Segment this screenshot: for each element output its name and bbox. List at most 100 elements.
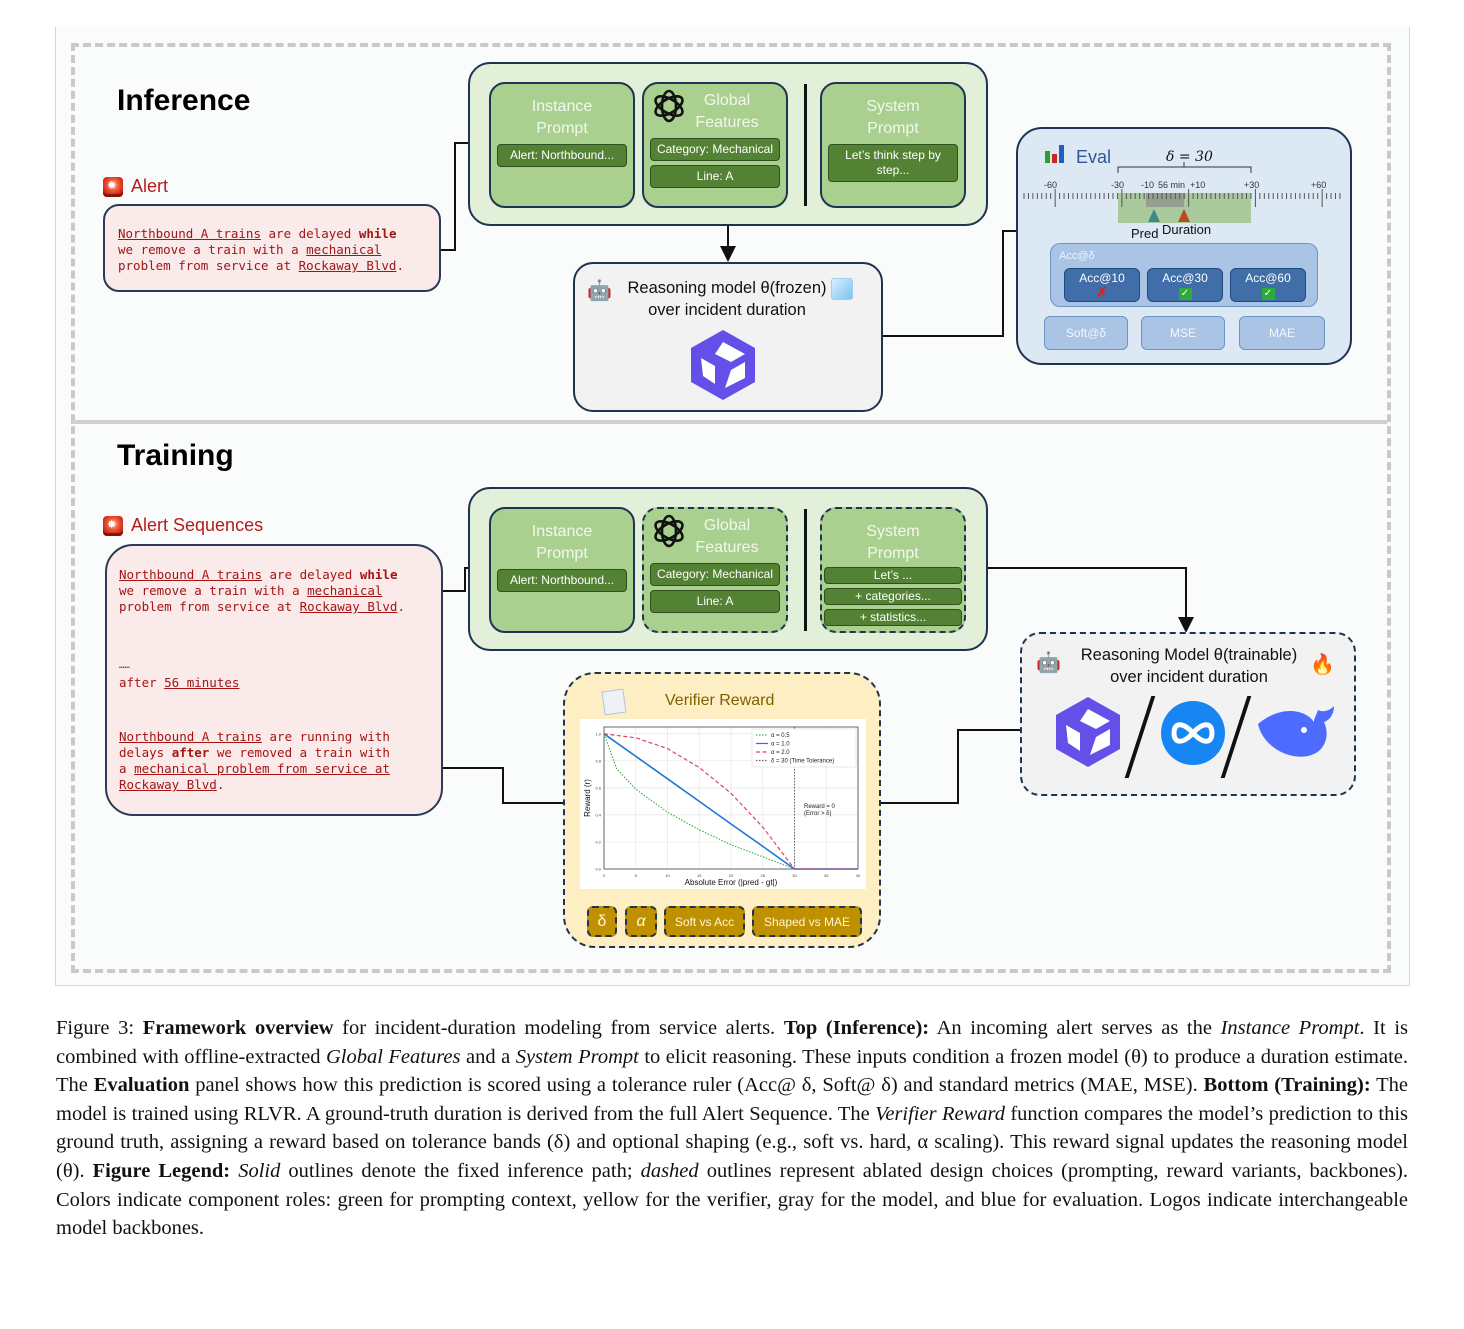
y-axis-label: Reward (r) xyxy=(583,779,592,817)
text-span: problem from service at xyxy=(118,258,299,273)
highlighted-phrase: 56 minutes xyxy=(164,675,240,690)
y-tick-label: 1.0 xyxy=(595,731,601,736)
eval-title: Eval xyxy=(1076,147,1112,167)
siren-icon xyxy=(103,515,123,536)
deepseek-logo-icon xyxy=(1258,706,1334,757)
robot-icon: 🤖 xyxy=(1036,652,1061,674)
caption-text: to elicit reasoning. These inputs condit… xyxy=(56,1045,1409,1097)
tick-label: 56 min xyxy=(1158,180,1186,190)
pred-label: Pred xyxy=(1131,226,1159,241)
card-title-line2: Prompt xyxy=(867,120,919,137)
acc-30-badge: Acc@30 ✓ xyxy=(1147,268,1223,302)
card-title-line1: Instance xyxy=(531,98,593,115)
mae-metric: MAE xyxy=(1239,316,1325,350)
x-tick-label: 30 xyxy=(792,873,797,878)
alert-line: delays after we removed a train with xyxy=(119,745,390,761)
text-span: we removed a train with xyxy=(209,745,390,760)
fire-icon: 🔥 xyxy=(1310,654,1335,676)
text-span: we remove a train with a xyxy=(118,242,307,257)
soft-delta-metric: Soft@δ xyxy=(1044,316,1128,350)
y-tick-label: 0.2 xyxy=(595,839,601,844)
card-title-line2: Prompt xyxy=(536,545,588,562)
card-title-line2: Prompt xyxy=(867,545,919,562)
system-chip: Let’s think step by step... xyxy=(828,144,958,182)
caption-bold: Evaluation xyxy=(93,1074,190,1097)
soft-vs-acc-button: Soft vs Acc xyxy=(664,906,745,937)
alert-line: after 56 minutes xyxy=(119,675,239,691)
annotation-text: Reward = 0 xyxy=(804,804,836,810)
caption-text: The model is trained using RLVR. A groun… xyxy=(56,1074,1408,1125)
caption-bold: Figure Legend: xyxy=(92,1159,231,1182)
fail-x-icon: ✗ xyxy=(1096,284,1108,300)
tick-label: -30 xyxy=(1111,180,1125,190)
notepad-pencil-icon xyxy=(601,688,627,716)
alert-line: problem from service at Rockaway Blvd. xyxy=(119,599,405,615)
openai-logo-icon xyxy=(654,89,684,123)
text-span: . xyxy=(216,777,225,792)
openai-logo-icon xyxy=(654,514,684,548)
y-tick-label: 0.0 xyxy=(595,867,601,872)
x-tick-label: 20 xyxy=(729,873,734,878)
card-title-line1: Instance xyxy=(531,523,593,540)
card-title-line2: Prompt xyxy=(536,120,588,137)
caption-text: outlines represent ablated design choice… xyxy=(56,1159,1408,1240)
bar-chart-icon xyxy=(1045,145,1064,163)
alpha-option-button: α xyxy=(625,906,657,937)
instance-chip: Alert: Northbound... xyxy=(497,569,627,592)
text-span: . xyxy=(396,258,404,273)
caption-bold: Bottom (Training): xyxy=(1203,1074,1371,1097)
legend-label: α = 2.0 xyxy=(771,750,790,756)
highlighted-phrase: Rockaway Blvd xyxy=(298,258,397,273)
caption-text xyxy=(230,1160,238,1182)
global-chip-line: Line: A xyxy=(650,590,780,613)
figure-caption: Figure 3: Framework overview for inciden… xyxy=(56,1014,1408,1243)
alert-line: Northbound A trains are delayed while xyxy=(118,226,439,242)
caption-text: function compares the model’s prediction… xyxy=(56,1102,1408,1182)
caption-text: outlines denote the fixed inference path… xyxy=(280,1159,641,1182)
caption-italic: Global Features xyxy=(325,1045,461,1068)
arrow-prompts-to-trainable-model xyxy=(985,567,1194,633)
keyword: after xyxy=(171,745,210,760)
duration-label: Duration xyxy=(1162,222,1212,237)
global-chip-line: Line: A xyxy=(650,165,780,188)
card-title-line1: Global xyxy=(703,92,751,109)
caption-italic: Solid xyxy=(238,1159,281,1182)
caption-text: An incoming alert serves as the xyxy=(929,1017,1221,1039)
instance-chip: Alert: Northbound... xyxy=(497,144,627,167)
slash-divider xyxy=(1124,696,1156,778)
text-span: after xyxy=(119,675,165,690)
highlighted-phrase: mechanical xyxy=(307,583,383,598)
eval-panel: Eval δ = 30 -60 -30 -10 56 min +10 +30 +… xyxy=(1016,127,1352,365)
alert-sequences-label: Alert Sequences xyxy=(131,515,264,535)
card-title-line1: System xyxy=(866,523,920,540)
trainable-model-box: 🤖 🔥 Reasoning Model θ(trainable) over in… xyxy=(1020,632,1356,796)
qwen-logo-icon xyxy=(1056,697,1120,767)
siren-icon xyxy=(103,176,123,197)
tick-label: +30 xyxy=(1244,180,1260,190)
alert-line: we remove a train with a mechanical xyxy=(119,583,405,599)
model-title-line2: over incident duration xyxy=(648,301,806,319)
highlighted-phrase: Northbound A trains xyxy=(119,729,262,744)
highlighted-phrase: Northbound A trains xyxy=(118,226,261,241)
text-span: delays xyxy=(119,745,172,760)
training-title: Training xyxy=(117,439,234,472)
duration-marker xyxy=(1178,209,1190,222)
alert-label: Alert xyxy=(131,176,169,196)
x-tick-label: 25 xyxy=(761,873,766,878)
x-tick-label: 40 xyxy=(856,873,861,878)
x-tick-label: 10 xyxy=(665,873,670,878)
model-title-line1: Reasoning model θ(frozen) xyxy=(627,279,827,297)
outer-dashed-border xyxy=(71,43,1391,973)
inner-band xyxy=(1146,193,1184,207)
x-tick-label: 0 xyxy=(603,873,606,878)
legend-label: α = 1.0 xyxy=(771,742,790,748)
